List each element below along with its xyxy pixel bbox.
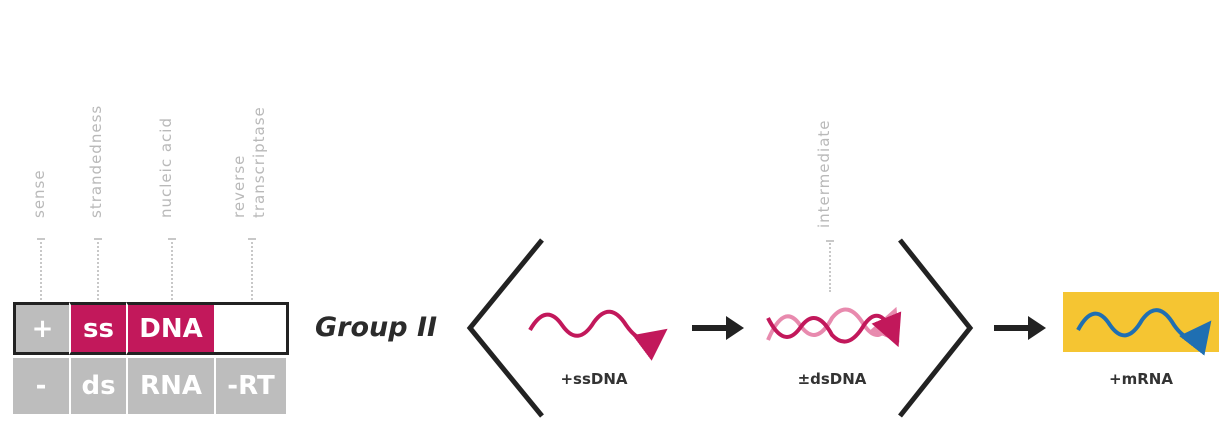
reverse-transcriptase-tick	[248, 238, 256, 240]
intermediate-leader	[829, 240, 831, 292]
intermediate-tick	[826, 240, 834, 242]
left-bracket	[466, 238, 544, 418]
ssdna-strand	[528, 309, 668, 361]
mrna-strand	[1076, 308, 1212, 356]
right-bracket	[898, 238, 974, 418]
group-label: Group II	[315, 312, 438, 343]
dsdna-caption: ±dsDNA	[797, 370, 867, 388]
mrna-caption: +mRNA	[1109, 370, 1173, 388]
ssdna-caption: +ssDNA	[560, 370, 628, 388]
rna-cell: RNA	[128, 358, 214, 414]
minus-rt-cell: -RT	[216, 358, 286, 414]
dsdna-strand-dark	[766, 311, 902, 348]
dna-cell: DNA	[126, 302, 214, 355]
rt-blank-cell	[214, 302, 289, 355]
sense-leader	[40, 238, 42, 300]
ss-cell: ss	[69, 302, 126, 355]
nucleic-acid-tick	[168, 238, 176, 240]
reverse-transcriptase-leader	[251, 238, 253, 300]
sense-tick	[37, 238, 45, 240]
sense-minus-cell: -	[13, 358, 69, 414]
ds-cell: ds	[71, 358, 126, 414]
strandedness-tick	[94, 238, 102, 240]
strandedness-leader	[97, 238, 99, 300]
sense-plus-cell: +	[13, 302, 69, 355]
nucleic-acid-leader	[171, 238, 173, 300]
